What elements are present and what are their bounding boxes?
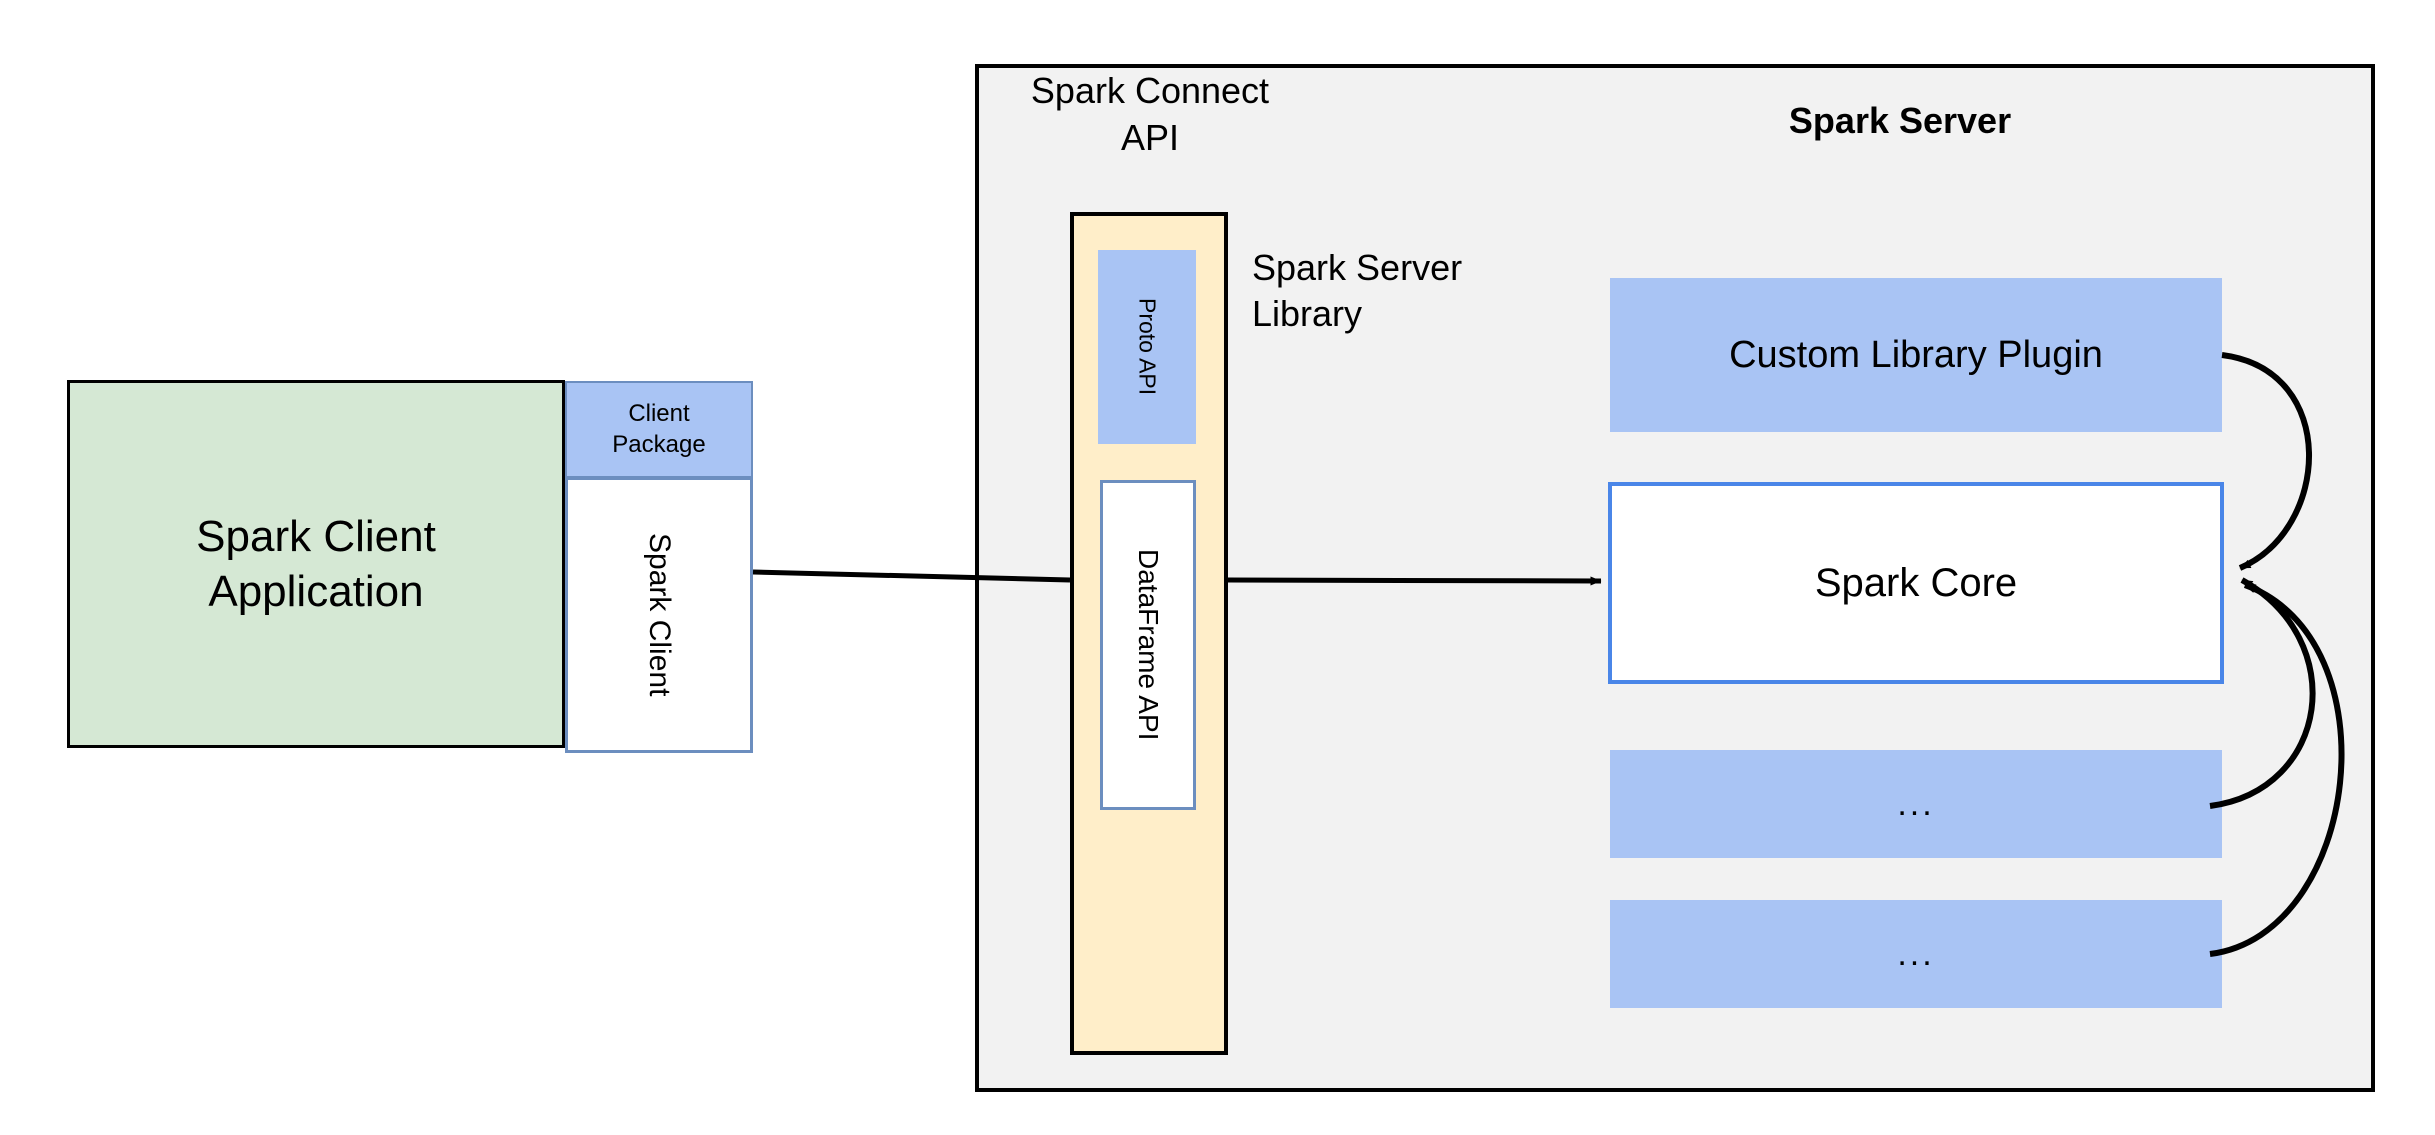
spark-client-box[interactable]: Spark Client	[565, 477, 753, 753]
spark-client-application-label: Spark Client Application	[196, 509, 436, 620]
spark-connect-api-line-2: API	[1120, 116, 1180, 158]
spark-core-label: Spark Core	[1814, 560, 2018, 605]
dataframe-api-box[interactable]: DataFrame API	[1100, 480, 1196, 810]
dataframe-api-label: DataFrame API	[1133, 549, 1164, 741]
proto-api-box[interactable]: Proto API	[1098, 250, 1196, 444]
client-package-line-2: Package	[612, 430, 706, 458]
spark-client-application-box[interactable]: Spark Client Application	[67, 380, 565, 748]
spark-server-title: Spark Server	[1788, 100, 2012, 141]
custom-library-plugin-box[interactable]: Custom Library Plugin	[1610, 278, 2222, 432]
client-package-line-1: Client	[628, 399, 690, 427]
spark-server-library-label: Spark Server Library	[1252, 245, 1552, 337]
spark-client-label: Spark Client	[643, 533, 676, 697]
placeholder-box-1[interactable]: ...	[1610, 750, 2222, 858]
custom-library-plugin-label: Custom Library Plugin	[1729, 333, 2103, 376]
placeholder-box-2-label: ...	[1897, 934, 1935, 973]
placeholder-box-1-label: ...	[1897, 784, 1935, 823]
client-package-label: Client Package	[612, 399, 705, 460]
spark-server-library-line-1: Spark Server	[1252, 247, 1463, 288]
proto-api-label: Proto API	[1134, 298, 1161, 396]
spark-connect-api-label: Spark Connect API	[1005, 68, 1295, 162]
client-package-box[interactable]: Client Package	[565, 381, 753, 478]
spark-server-library-line-2: Library	[1252, 293, 1363, 335]
spark-client-application-line-2: Application	[208, 567, 424, 616]
placeholder-box-2[interactable]: ...	[1610, 900, 2222, 1008]
spark-client-application-line-1: Spark Client	[196, 511, 436, 561]
spark-core-box[interactable]: Spark Core	[1608, 482, 2224, 684]
spark-connect-api-line-1: Spark Connect	[1030, 70, 1270, 111]
